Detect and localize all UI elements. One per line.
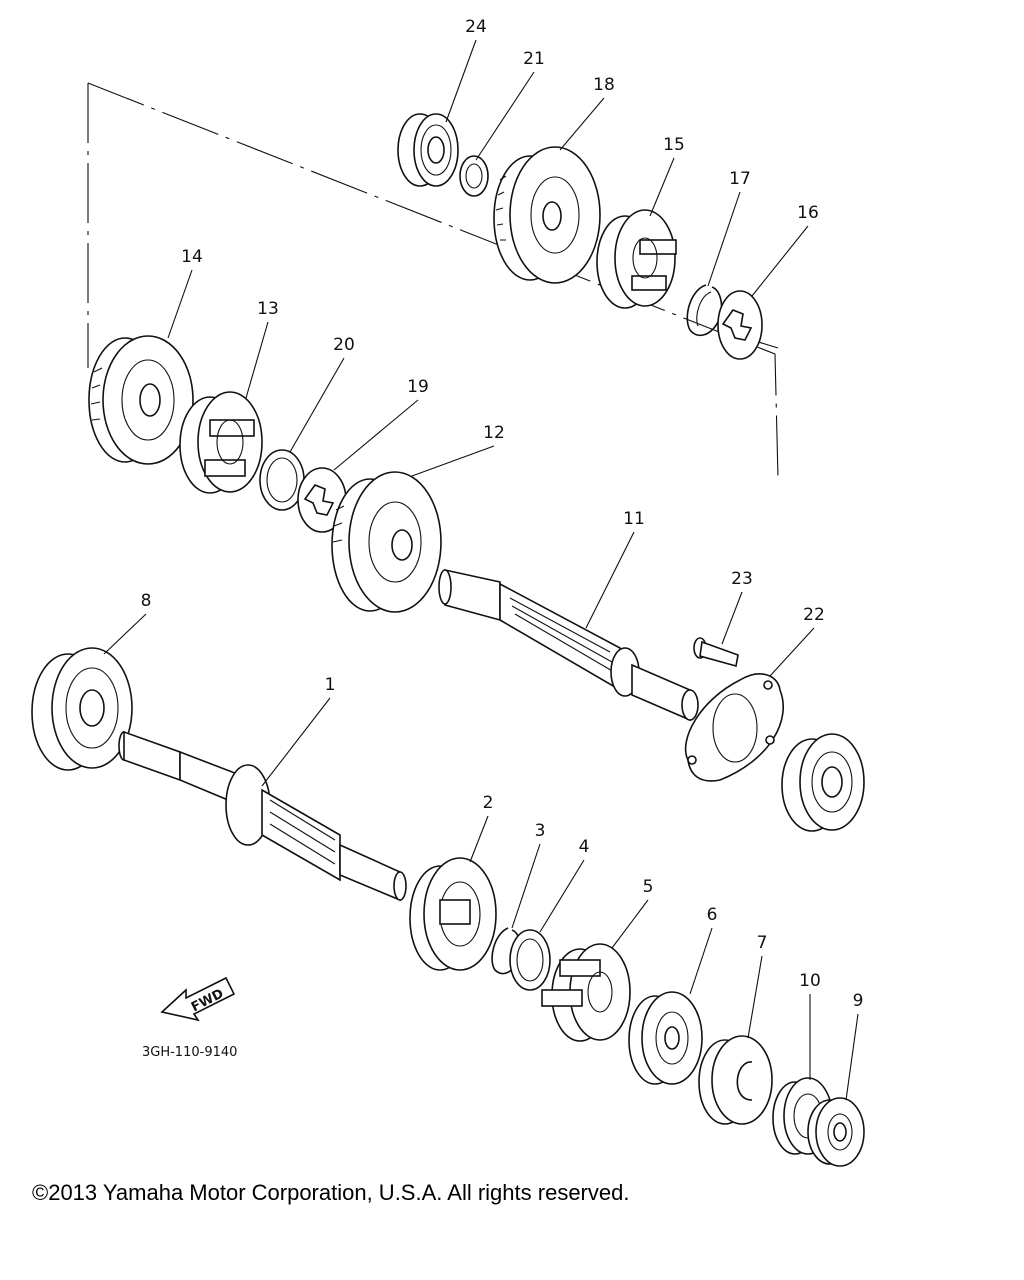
part-label-23: 23 [731,569,753,589]
part-label-16: 16 [797,203,819,223]
part-label-3: 3 [535,821,546,841]
leader-line-23 [721,591,743,645]
part-6-gear [628,991,703,1085]
part-label-13: 13 [257,299,279,319]
part-label-17: 17 [729,169,751,189]
part-1-axle [118,730,407,902]
leader-line-2 [469,815,489,863]
leader-line-15 [649,157,675,217]
part-label-10: 10 [799,971,821,991]
part-7-gear [698,1035,773,1125]
leader-line-19 [333,399,419,471]
part-23-screw [693,637,739,668]
leader-line-1 [261,697,331,787]
part-11-axle [438,569,699,722]
part-9-bearing [807,1097,865,1167]
leader-line-3 [511,843,541,929]
part-label-24: 24 [465,17,487,37]
part-label-9: 9 [853,991,864,1011]
part-12-gear [331,471,442,613]
right-bearing [781,733,865,832]
leader-line-20 [289,357,345,453]
part-label-19: 19 [407,377,429,397]
leader-line-7 [747,955,763,1039]
part-8-bearing [31,647,133,771]
part-label-14: 14 [181,247,203,267]
part-20-washer [259,449,305,511]
part-label-1: 1 [325,675,336,695]
part-4-washer [509,929,551,991]
leader-line-8 [103,613,147,655]
leader-line-24 [445,39,477,123]
part-label-18: 18 [593,75,615,95]
part-label-7: 7 [757,933,768,953]
part-18-gear [493,146,601,284]
part-label-2: 2 [483,793,494,813]
diagram-code: 3GH-110-9140 [142,1045,237,1060]
leader-line-14 [167,269,193,339]
leader-line-13 [245,321,269,399]
leader-lines [103,39,859,1101]
leader-line-21 [475,71,535,161]
part-label-11: 11 [623,509,645,529]
part-24-bearing [397,113,459,187]
part-22-plate [684,673,784,782]
part-16-washer [717,290,763,360]
part-5-gear [541,943,631,1042]
part-15-gear [596,209,677,309]
part-21-washer [459,155,489,197]
fwd-arrow-icon: FWD [160,976,236,1022]
leader-line-6 [689,927,713,995]
leader-line-17 [707,191,741,287]
part-label-6: 6 [707,905,718,925]
leader-line-22 [769,627,815,677]
leader-line-4 [539,859,585,933]
leader-line-18 [559,97,605,151]
part-13-gear [179,391,263,494]
part-label-15: 15 [663,135,685,155]
part-label-22: 22 [803,605,825,625]
part-label-20: 20 [333,335,355,355]
copyright-notice: ©2013 Yamaha Motor Corporation, U.S.A. A… [32,1180,630,1205]
part-2-gear [409,857,497,971]
part-label-8: 8 [141,591,152,611]
part-14-gear [88,335,194,465]
leader-line-16 [751,225,809,297]
part-label-21: 21 [523,49,545,69]
leader-line-12 [411,445,495,477]
part-label-12: 12 [483,423,505,443]
leader-line-9 [845,1013,859,1101]
leader-line-5 [611,899,649,949]
part-17-circlip [686,284,723,337]
part-label-5: 5 [643,877,654,897]
leader-line-11 [585,531,635,629]
part-label-4: 4 [579,837,590,857]
